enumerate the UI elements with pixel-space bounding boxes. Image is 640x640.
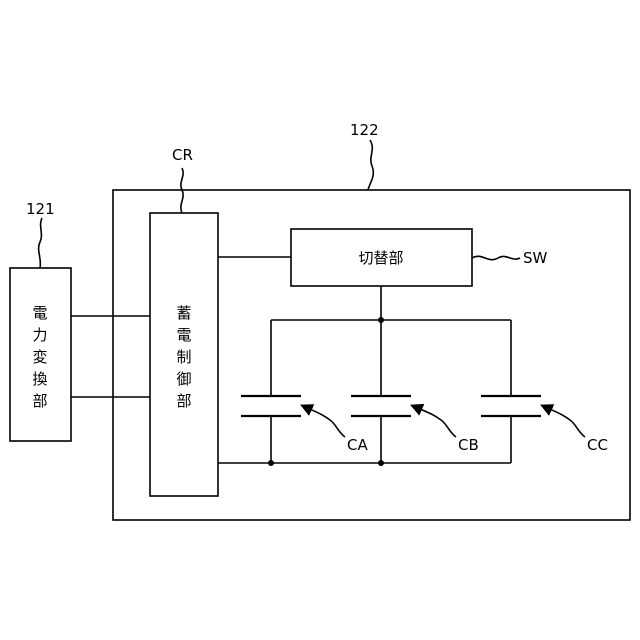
- bottom-bus-junction-a: [268, 460, 274, 466]
- storage-controller-char-1: 蓄: [176, 304, 191, 322]
- storage-controller-char-5: 部: [176, 392, 191, 410]
- power-converter-ref-label: 121: [26, 200, 55, 218]
- cap-b-ref-label: CB: [458, 436, 479, 454]
- power-converter-char-3: 変: [32, 348, 47, 366]
- outer-housing-ref-label: 122: [350, 121, 379, 139]
- power-converter-char-2: 力: [32, 326, 47, 344]
- switch-label: 切替部: [358, 249, 403, 267]
- switch-ref-label: SW: [523, 249, 548, 267]
- storage-controller-label: 蓄 電 制 御 部: [176, 304, 191, 410]
- power-converter-label: 電 力 変 換 部: [32, 304, 47, 410]
- power-converter-char-4: 換: [32, 370, 47, 388]
- storage-controller-char-2: 電: [176, 326, 191, 344]
- bottom-bus-junction-b: [378, 460, 384, 466]
- storage-controller-char-4: 御: [176, 370, 191, 388]
- power-converter-leader: [39, 218, 42, 268]
- power-converter-char-1: 電: [32, 304, 47, 322]
- power-converter-char-5: 部: [32, 392, 47, 410]
- storage-controller-ref-label: CR: [172, 146, 193, 164]
- storage-controller-char-3: 制: [176, 348, 191, 366]
- cap-c-ref-label: CC: [587, 436, 608, 454]
- cap-a-ref-label: CA: [347, 436, 368, 454]
- outer-housing-leader: [368, 140, 373, 190]
